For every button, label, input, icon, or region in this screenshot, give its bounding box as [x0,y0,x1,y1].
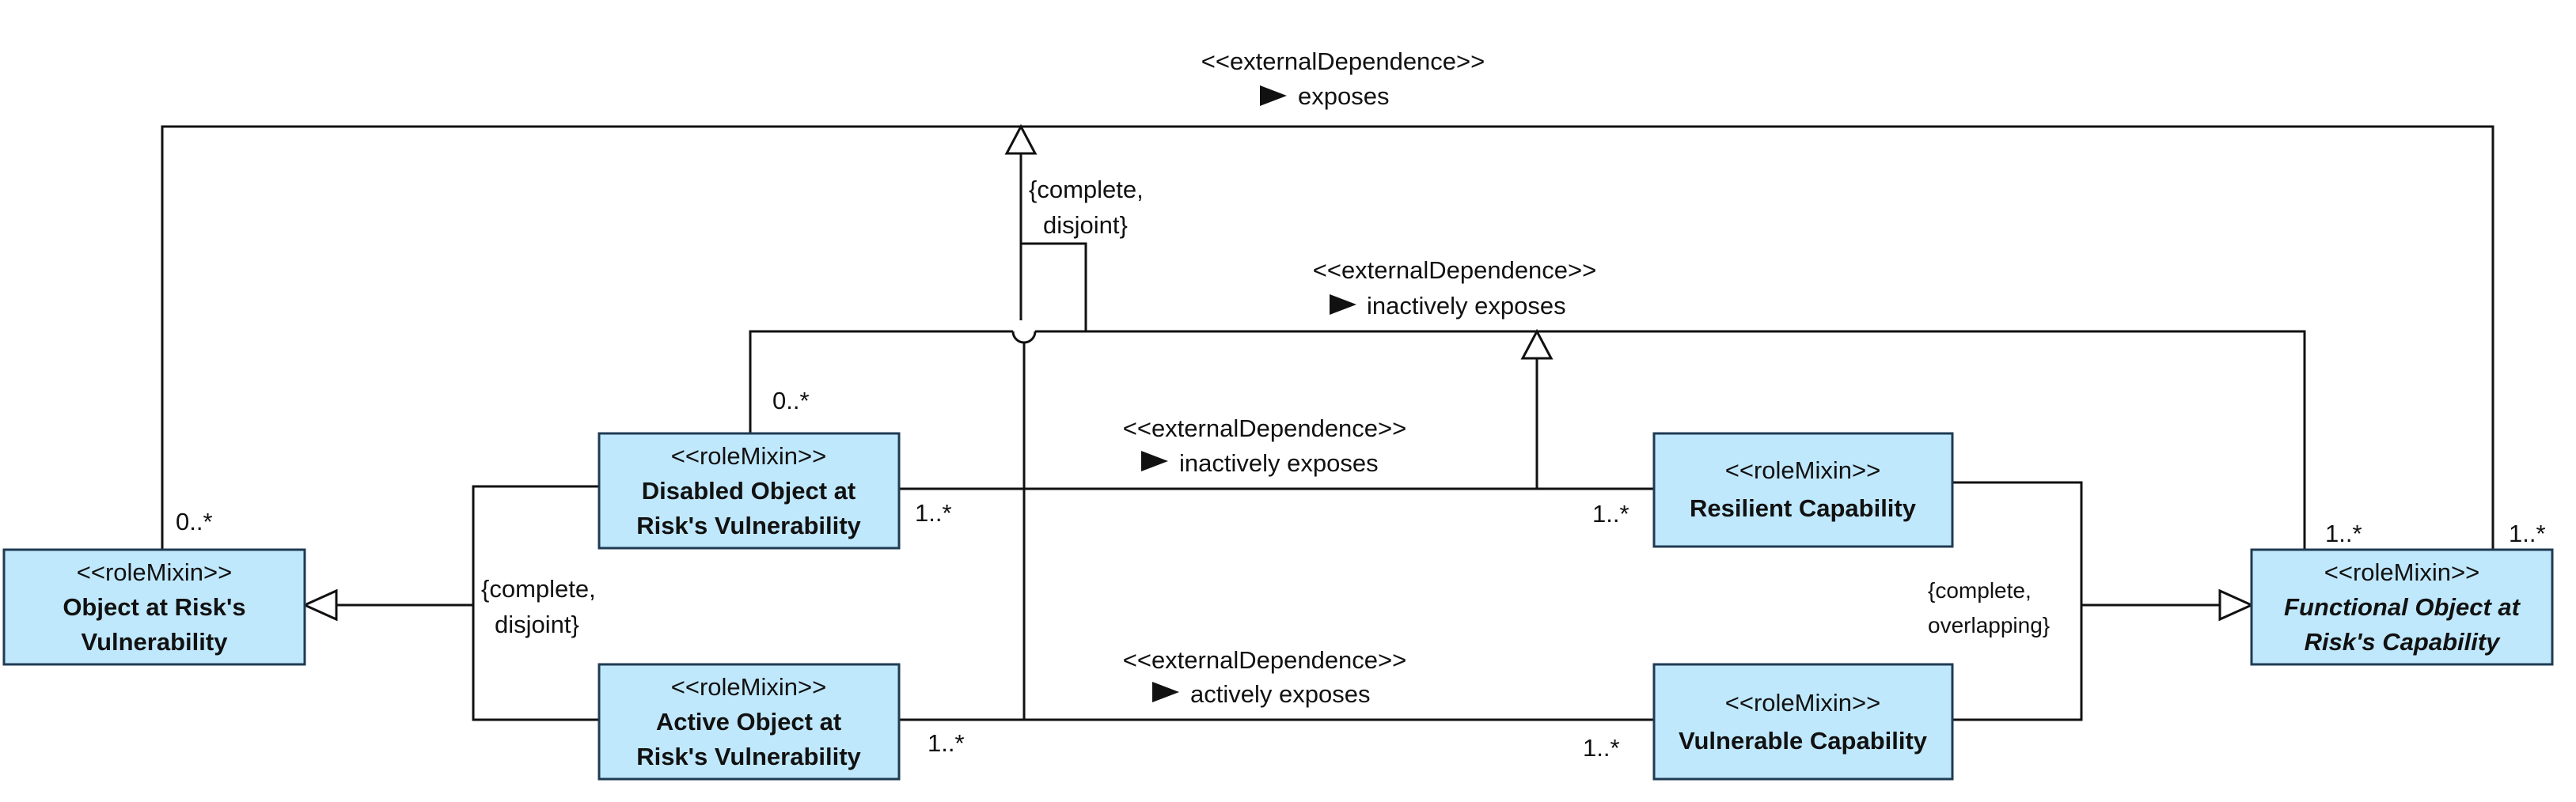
class-name-line1: Disabled Object at [642,477,856,505]
right-generalization-lines [1952,481,2220,721]
left-generalization-lines [336,485,599,721]
inactive-top-stereotype-label: <<externalDependence>> [1313,256,1597,284]
stereotype-label: <<roleMixin>> [2324,558,2479,586]
class-name: Resilient Capability [1690,494,1917,522]
active-stereotype-label: <<externalDependence>> [1123,646,1407,674]
class-name-line2: Risk's Capability [2305,628,2502,656]
top-genset-line2: disjoint} [1043,211,1128,239]
stereotype-label: <<roleMixin>> [1725,689,1880,717]
generalization-arrowhead-left [302,588,338,622]
right-genset-line1: {complete, [1928,578,2032,603]
exposes-stereotype-label: <<externalDependence>> [1201,47,1485,75]
class-object-at-risks-vulnerability[interactable]: <<roleMixin>> Object at Risk's Vulnerabi… [2,548,306,666]
class-name-line2: Vulnerability [82,628,229,656]
inactive-top-association-name: inactively exposes [1367,292,1566,320]
stereotype-label: <<roleMixin>> [671,442,826,470]
generalization-arrowhead-right [2218,588,2255,622]
left-genset-line2: disjoint} [495,611,579,638]
inactive-top-source-multiplicity: 0..* [772,387,810,414]
active-target-multiplicity: 1..* [1583,734,1620,762]
triangle-right-icon [1260,85,1287,106]
class-active-object-at-risks-vulnerability[interactable]: <<roleMixin>> Active Object at Risk's Vu… [598,663,901,781]
generalization-arrowhead-mid [1520,328,1554,360]
exposes-source-multiplicity: 0..* [176,508,213,535]
triangle-right-icon [1141,451,1168,471]
generalization-arrowhead-top [1004,123,1038,155]
inactive-mid-target-multiplicity: 1..* [1592,500,1629,528]
class-name-line2: Risk's Vulnerability [636,512,861,539]
stereotype-label: <<roleMixin>> [1725,456,1880,484]
inactive-mid-association-name: inactively exposes [1179,449,1379,477]
class-name: Vulnerable Capability [1679,727,1928,755]
association-generalization-top-line [1019,149,1087,720]
stereotype-label: <<roleMixin>> [77,558,232,586]
class-vulnerable-capability[interactable]: <<roleMixin>> Vulnerable Capability [1652,663,1954,781]
class-functional-object-at-risks-capability[interactable]: <<roleMixin>> Functional Object at Risk'… [2250,548,2554,666]
inactively-exposes-top-line[interactable] [749,330,2306,550]
exposes-association-name: exposes [1298,82,1389,110]
class-resilient-capability[interactable]: <<roleMixin>> Resilient Capability [1652,432,1954,548]
left-genset-line1: {complete, [481,575,596,603]
connector-lines [161,125,2494,721]
exposes-association-line[interactable] [161,125,2494,550]
class-name-line1: Functional Object at [2284,593,2521,621]
inactive-mid-stereotype-label: <<externalDependence>> [1123,414,1407,442]
class-name-line1: Object at Risk's [63,593,245,621]
triangle-right-icon [1152,682,1179,702]
inactive-mid-source-multiplicity: 1..* [915,499,952,527]
stereotype-label: <<roleMixin>> [671,673,826,701]
class-disabled-object-at-risks-vulnerability[interactable]: <<roleMixin>> Disabled Object at Risk's … [598,432,901,550]
exposes-target-multiplicity: 1..* [2509,520,2546,547]
class-name-line1: Active Object at [656,708,841,736]
line-crossing-hop [1011,331,1037,344]
active-source-multiplicity: 1..* [928,729,965,757]
right-genset-line2: overlapping} [1928,613,2050,637]
class-name-line2: Risk's Vulnerability [636,743,861,770]
triangle-right-icon [1330,294,1356,315]
top-genset-line1: {complete, [1029,176,1144,203]
active-association-name: actively exposes [1190,680,1370,708]
inactive-top-target-multiplicity: 1..* [2325,520,2362,547]
